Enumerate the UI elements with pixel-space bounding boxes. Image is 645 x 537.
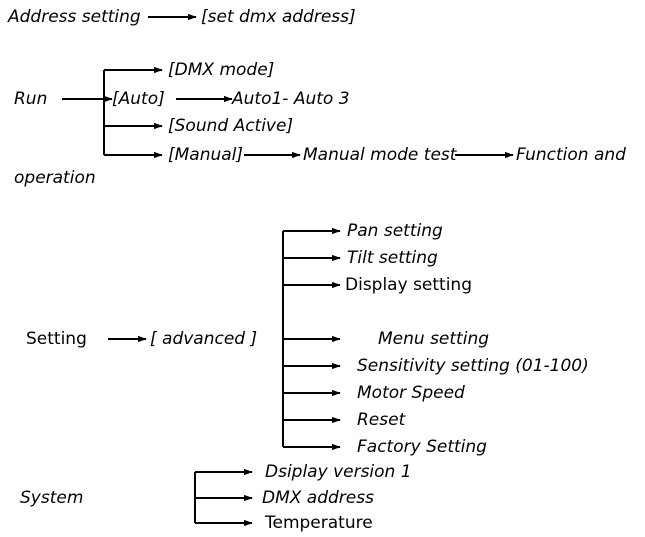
setting-branch-label-factory: Factory Setting [357,437,487,457]
run-branch-label-dmx-mode: [DMX mode] [168,60,275,80]
address-setting-root-label: Address setting [8,7,141,27]
setting-branch-label-motor-speed: Motor Speed [357,383,465,403]
run-manual-detail-label: Manual mode test [303,145,457,165]
run-root-label-line2: operation [14,168,96,188]
setting-branch-label-menu: Menu setting [378,329,490,349]
run-branch-label-manual: [Manual] [168,145,244,165]
run-branch-label-auto: [Auto] [112,89,165,109]
setting-branch-label-display: Display setting [345,275,473,295]
setting-branch-label-sensitivity: Sensitivity setting (01-100) [357,356,589,376]
setting-branch-label-pan: Pan setting [347,221,443,241]
run-auto-detail-label: Auto1- Auto 3 [232,89,350,109]
system-branch-label-temperature: Temperature [265,513,373,533]
address-setting-child-label: [set dmx address] [201,7,356,27]
run-manual-detail-label-2: Function and [516,145,626,165]
run-branch-label-sound-active: [Sound Active] [168,116,294,136]
setting-branch-label-tilt: Tilt setting [347,248,438,268]
setting-branch-label-reset: Reset [357,410,406,430]
system-root-label: System [20,488,84,508]
setting-root-label: Setting [26,329,87,349]
run-root-label: Run [14,89,48,109]
setting-mid-label-advanced: [ advanced ] [150,329,258,349]
system-branch-label-dmx-address: DMX address [262,488,374,508]
system-branch-label-display-version: Dsiplay version 1 [265,462,412,482]
